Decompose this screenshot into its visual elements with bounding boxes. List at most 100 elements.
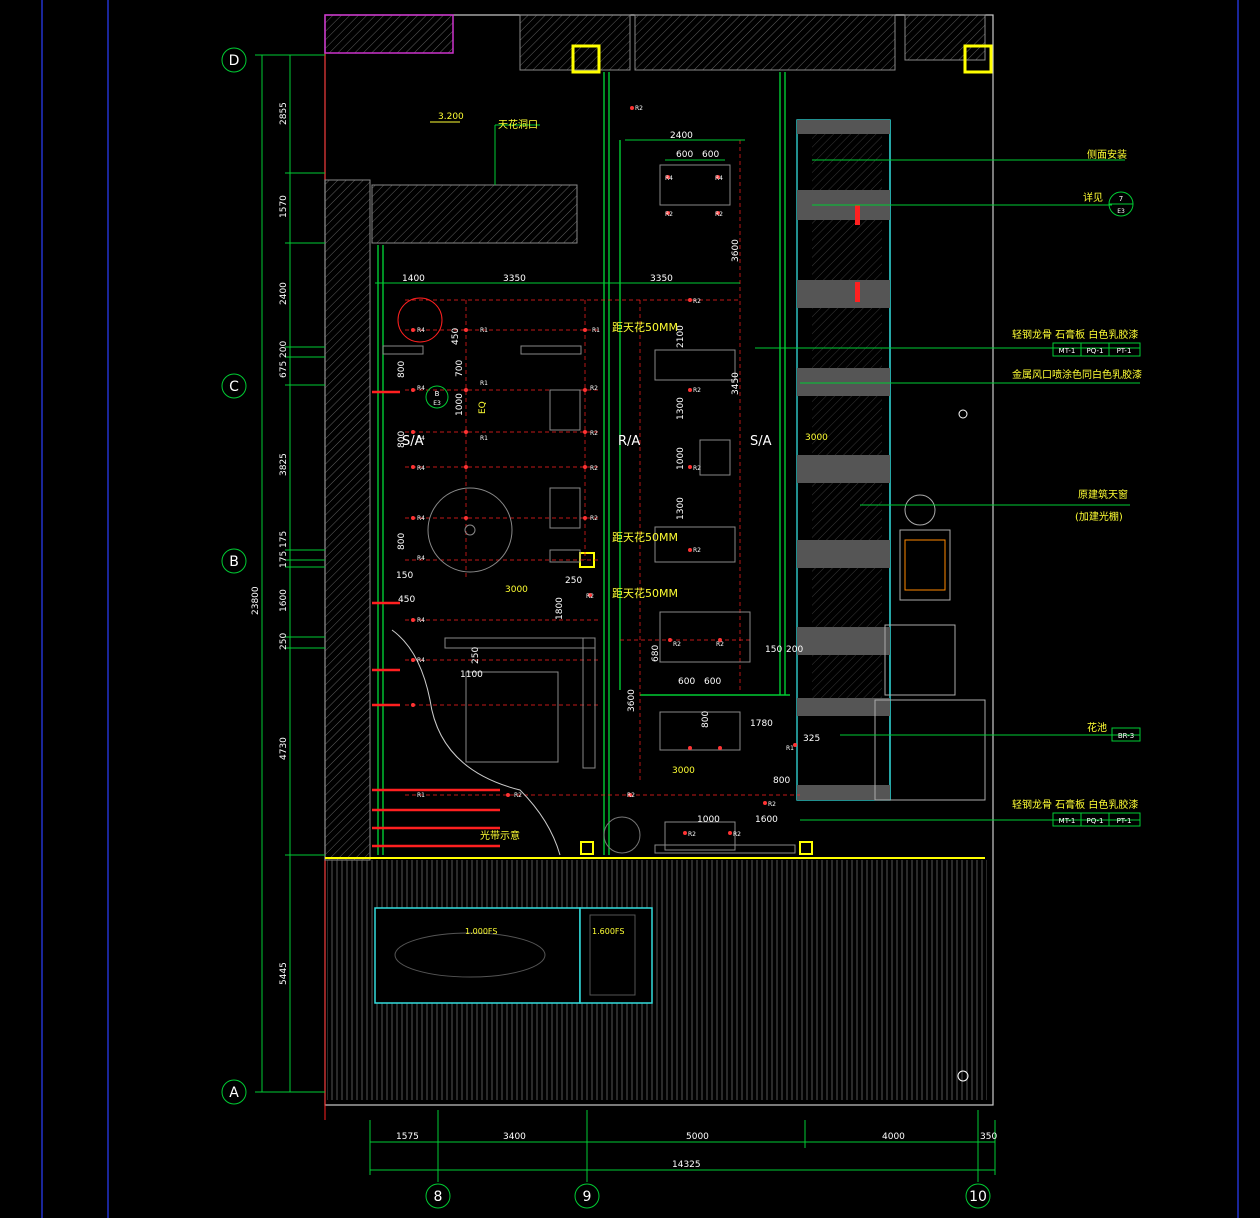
top-wall-b (634, 14, 896, 71)
tag-r2-5: R2 (514, 792, 522, 799)
left-wall (324, 179, 371, 861)
dim-left-175a: 175 (279, 531, 289, 548)
dim-inner-27: 800 (773, 776, 790, 786)
dim-left-675: 675 (279, 361, 289, 378)
dim-inner-21: 600 (678, 677, 695, 687)
tag-r2-1: R2 (590, 385, 598, 392)
dim-left-total: 23800 (251, 586, 261, 615)
dim-inner-14: 250 (565, 576, 582, 586)
axis-label-B: B (229, 554, 239, 570)
vehicle-bay-2 (579, 907, 653, 1004)
dim-inner-15: 1800 (555, 597, 565, 620)
tag-r2-12: R2 (715, 211, 723, 218)
tag-r2-9: R2 (693, 465, 701, 472)
vent-spec-label: 金属风口喷涂色同白色乳胶漆 (1012, 368, 1142, 381)
tag-r2-16: R2 (688, 831, 696, 838)
dim-left-200: 200 (279, 341, 289, 358)
marker-circle (958, 409, 968, 419)
axis-label-10: 10 (969, 1189, 987, 1205)
col-axis-9: 9 (574, 1183, 600, 1209)
dim-inner-25: 1780 (750, 719, 773, 729)
dim-labels-left: 2855 1570 2400 200 675 3825 175 175 1600… (251, 102, 289, 985)
green-gridlines (377, 72, 790, 855)
dim-inner-5: 2100 (676, 325, 686, 348)
dim-left-3825: 3825 (279, 453, 289, 476)
dim-top-1400: 1400 (402, 274, 425, 284)
dim-left-2400: 2400 (279, 282, 289, 305)
dim-top-600b: 600 (702, 150, 719, 160)
detail-bubble-b-label: B (435, 390, 440, 398)
tag-r4-3: R4 (417, 435, 425, 442)
col-axis-8: 8 (425, 1183, 451, 1209)
tag-r2-19: R2 (635, 105, 643, 112)
red-marker-2 (855, 282, 860, 302)
dim-bottom-3400: 3400 (503, 1132, 526, 1142)
row-axis-D: D (221, 47, 247, 73)
dim-top-3350a: 3350 (503, 274, 526, 284)
tag-r1-4: R1 (480, 435, 488, 442)
tag-r2-7: R2 (693, 298, 701, 305)
detail-circle (397, 297, 443, 343)
tag-r4-8: R4 (417, 657, 425, 664)
planter-label: 花池 (1087, 721, 1107, 734)
light-tag-labels: R4 R1 R1 R2 R4 R1 R2 R4 R1 R2 R4 R2 R4 R… (417, 105, 794, 838)
spiral-stair-core (464, 524, 476, 536)
eq-label: EQ (478, 401, 488, 414)
skylight-label-1: 原建筑天窗 (1078, 488, 1128, 501)
tag-r2-15: R2 (768, 801, 776, 808)
level-3200-label: 3.200 (438, 112, 464, 122)
skylight-glass (812, 134, 882, 698)
furniture (382, 164, 796, 854)
vehicle-bay-1 (374, 907, 581, 1004)
tag-r1-1: R1 (480, 327, 488, 334)
dim-inner-16: 3000 (505, 585, 528, 595)
dim-inner-12: 150 (396, 571, 413, 581)
level-1600-label: 1.600FS (592, 927, 624, 936)
dim-inner-31: 200 (786, 645, 803, 655)
dim-inner-2: 1300 (676, 397, 686, 420)
tag-r2-4: R2 (590, 515, 598, 522)
tag-r4-9: R4 (665, 175, 673, 182)
spec-tag-mt-b: MT-1 (1059, 817, 1076, 825)
dim-inner-22: 600 (704, 677, 721, 687)
tag-r4-4: R4 (417, 465, 425, 472)
detail-bubble-b-sheet: E3 (433, 400, 441, 407)
dim-inner-19: 250 (471, 647, 481, 664)
dim-inner-26: 325 (803, 734, 820, 744)
tag-r2-18: R2 (586, 593, 594, 600)
tag-r2-11: R2 (665, 211, 673, 218)
dim-inner-30: 150 (765, 645, 782, 655)
axis-label-A: A (229, 1085, 239, 1101)
column-top-left (571, 44, 601, 74)
axis-label-C: C (229, 379, 239, 395)
dim-inner-20: 680 (651, 645, 661, 662)
top-left-wall (324, 14, 454, 54)
return-air-label: R/A (618, 434, 640, 449)
glass-band-note: 光带示意 (480, 829, 520, 842)
dim-inner-29: 1000 (697, 815, 720, 825)
dim-ticks-left (255, 54, 325, 1093)
dim-inner-18: 1100 (460, 670, 483, 680)
tag-r4-6: R4 (417, 555, 425, 562)
dim-inner-7: 3450 (731, 372, 741, 395)
dim-labels-inner: 800 1000 1300 1000 1300 2100 3600 3450 7… (396, 239, 828, 825)
ceiling-offset-1: 距天花50MM (612, 321, 678, 334)
dim-inner-24: 800 (701, 711, 711, 728)
dim-ticks-bottom (369, 1110, 996, 1182)
axis-label-9: 9 (583, 1189, 592, 1205)
dim-inner-32: 3000 (805, 433, 828, 443)
spec-tag-pq: PQ-1 (1087, 347, 1104, 355)
plant-symbol (603, 816, 641, 854)
ceiling-offset-3: 距天花50MM (612, 587, 678, 600)
dim-bottom-5000: 5000 (686, 1132, 709, 1142)
tag-r4-2: R4 (417, 385, 425, 392)
tag-r2-3: R2 (590, 465, 598, 472)
dim-inner-9: 450 (451, 328, 461, 345)
spec-tag-pq-b: PQ-1 (1087, 817, 1104, 825)
dim-left-1570: 1570 (279, 195, 289, 218)
dim-left-175b: 175 (279, 551, 289, 568)
dim-inner-13: 450 (398, 595, 415, 605)
equipment-box (884, 624, 956, 696)
axis-label-8: 8 (434, 1189, 443, 1205)
